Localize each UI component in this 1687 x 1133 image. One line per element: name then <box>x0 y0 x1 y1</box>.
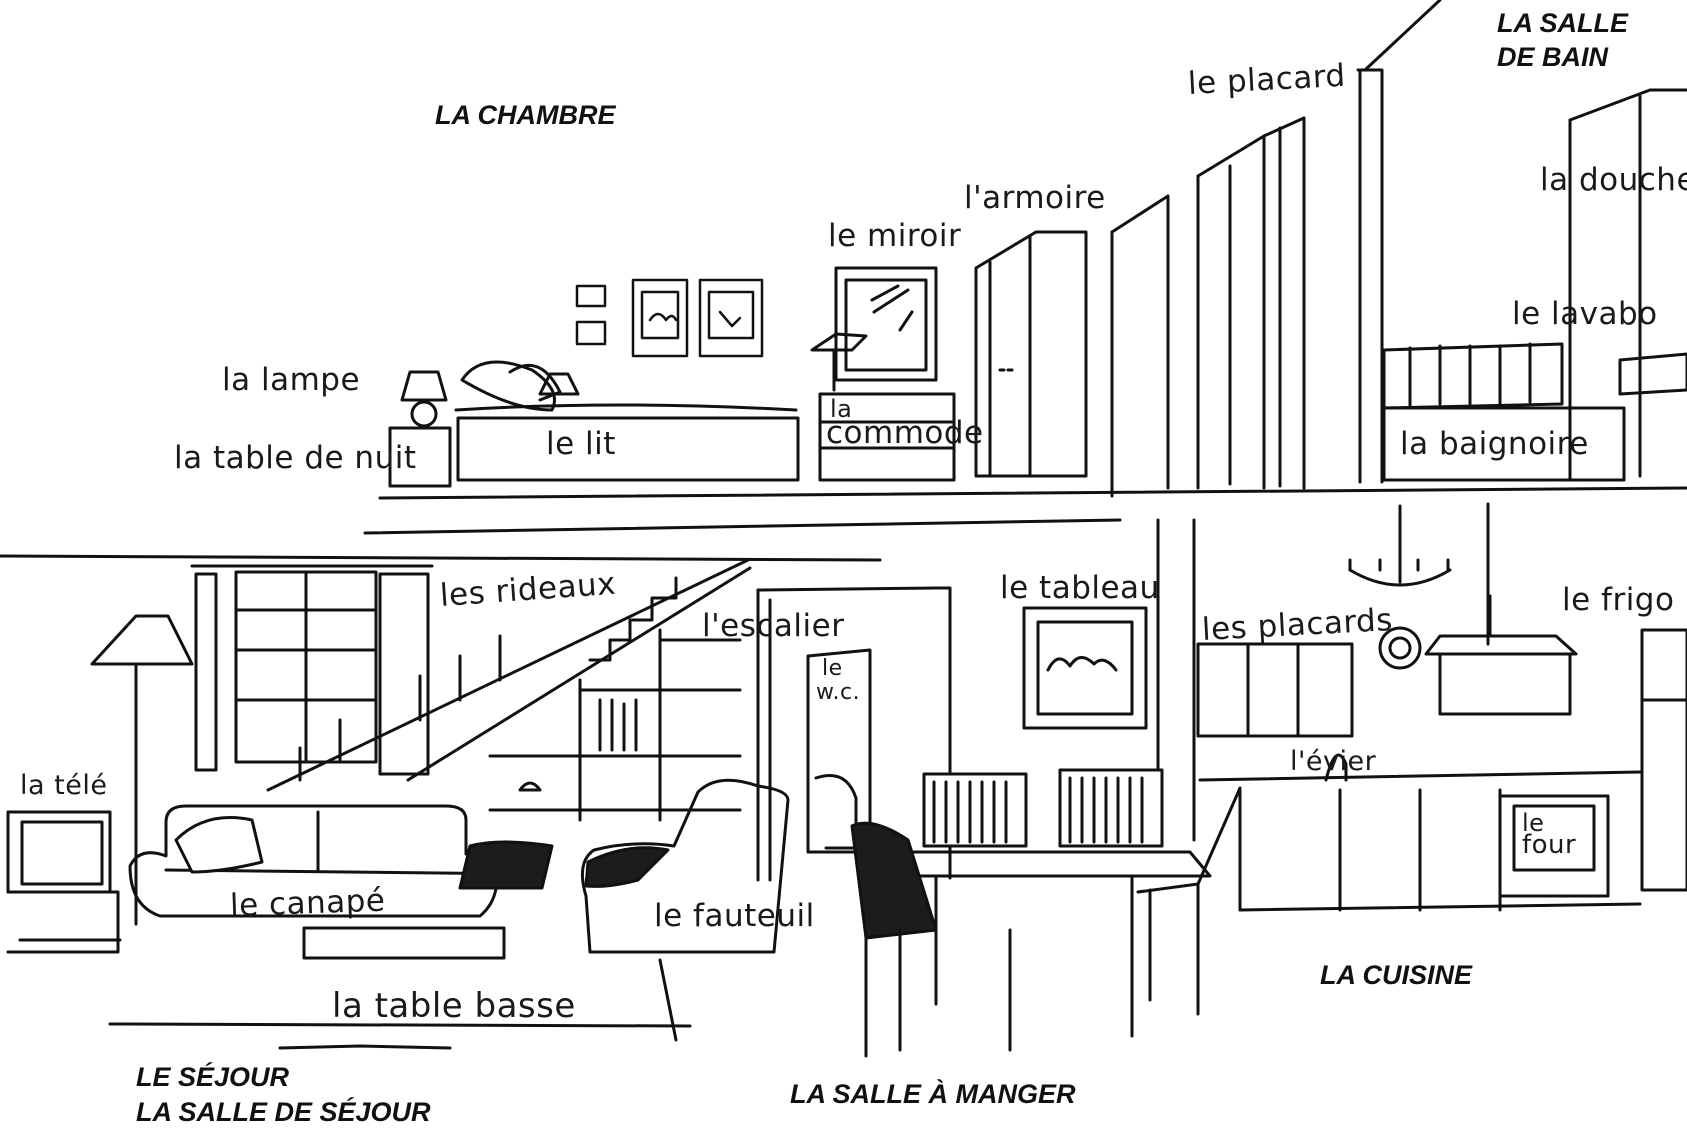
room-title-salle-de-bain-line2: DE BAIN <box>1497 42 1609 72</box>
small-frames <box>575 278 764 358</box>
dining-set-drawing <box>850 768 1242 1058</box>
label-fauteuil: le fauteuil <box>654 898 815 934</box>
fridge-drawing <box>1640 628 1687 892</box>
room-title-cuisine: LA CUISINE <box>1320 960 1473 990</box>
wall-cabinets-drawing <box>1196 642 1354 738</box>
label-table-basse: la table basse <box>332 986 576 1026</box>
dresser-drawing <box>810 332 956 482</box>
label-frigo: le frigo <box>1562 582 1675 618</box>
bookshelf-drawing <box>488 628 742 822</box>
roof-line <box>1363 0 1442 72</box>
floor-lamp-drawing <box>90 614 194 926</box>
staircase-drawing <box>266 558 752 792</box>
bath-wall <box>1356 68 1384 484</box>
armchair-drawing <box>580 778 790 954</box>
sofa-drawing <box>128 804 554 960</box>
label-baignoire: la baignoire <box>1400 426 1589 462</box>
label-lavabo: le lavabo <box>1512 296 1658 332</box>
label-commode-line2: commode <box>826 415 984 451</box>
nightstand-drawing <box>388 426 452 488</box>
room-title-sejour-line1: LE SÉJOUR <box>136 1062 290 1092</box>
label-four-line1: le <box>1522 809 1545 837</box>
label-wc-line1: le <box>822 656 843 681</box>
label-douche: la douche <box>1540 162 1687 198</box>
label-lampe: la lampe <box>222 362 361 398</box>
label-tableau: le tableau <box>1000 570 1160 606</box>
counter-drawing <box>1198 753 1642 912</box>
bedside-lamps <box>400 370 580 428</box>
label-miroir: le miroir <box>828 218 962 254</box>
mirror-drawing <box>834 266 938 382</box>
label-tele: la télé <box>20 770 108 801</box>
upper-floor-lines <box>0 486 1687 562</box>
bathtub-drawing <box>1382 342 1626 482</box>
range-hood-drawing <box>1424 594 1578 716</box>
label-lit: le lit <box>546 426 616 462</box>
label-canape: le canapé <box>229 882 387 924</box>
label-escalier: l'escalier <box>702 608 845 644</box>
window-drawing <box>190 564 434 776</box>
label-armoire: l'armoire <box>964 180 1106 216</box>
room-title-sejour-line2: LA SALLE DE SÉJOUR <box>136 1097 431 1127</box>
label-table-de-nuit: la table de nuit <box>174 440 417 476</box>
floor-lines <box>108 958 692 1050</box>
tv-drawing <box>6 810 122 954</box>
wardrobe-drawing <box>974 230 1088 478</box>
label-evier: l'évier <box>1290 746 1377 777</box>
chandelier-drawing <box>1348 504 1452 587</box>
bed-drawing <box>454 360 800 482</box>
shower-drawing <box>1568 88 1687 482</box>
label-commode-line1: la <box>830 395 853 423</box>
closet-drawing <box>1110 116 1306 498</box>
label-wc-line2: w.c. <box>816 680 861 705</box>
room-title-salle-de-bain-line1: LA SALLE <box>1497 8 1628 38</box>
painting-drawing <box>1022 606 1148 730</box>
room-title-salle-a-manger: LA SALLE À MANGER <box>790 1079 1076 1109</box>
label-four-line2: four <box>1522 830 1577 860</box>
room-title-chambre: LA CHAMBRE <box>435 100 616 130</box>
clock-drawing <box>1378 626 1422 670</box>
